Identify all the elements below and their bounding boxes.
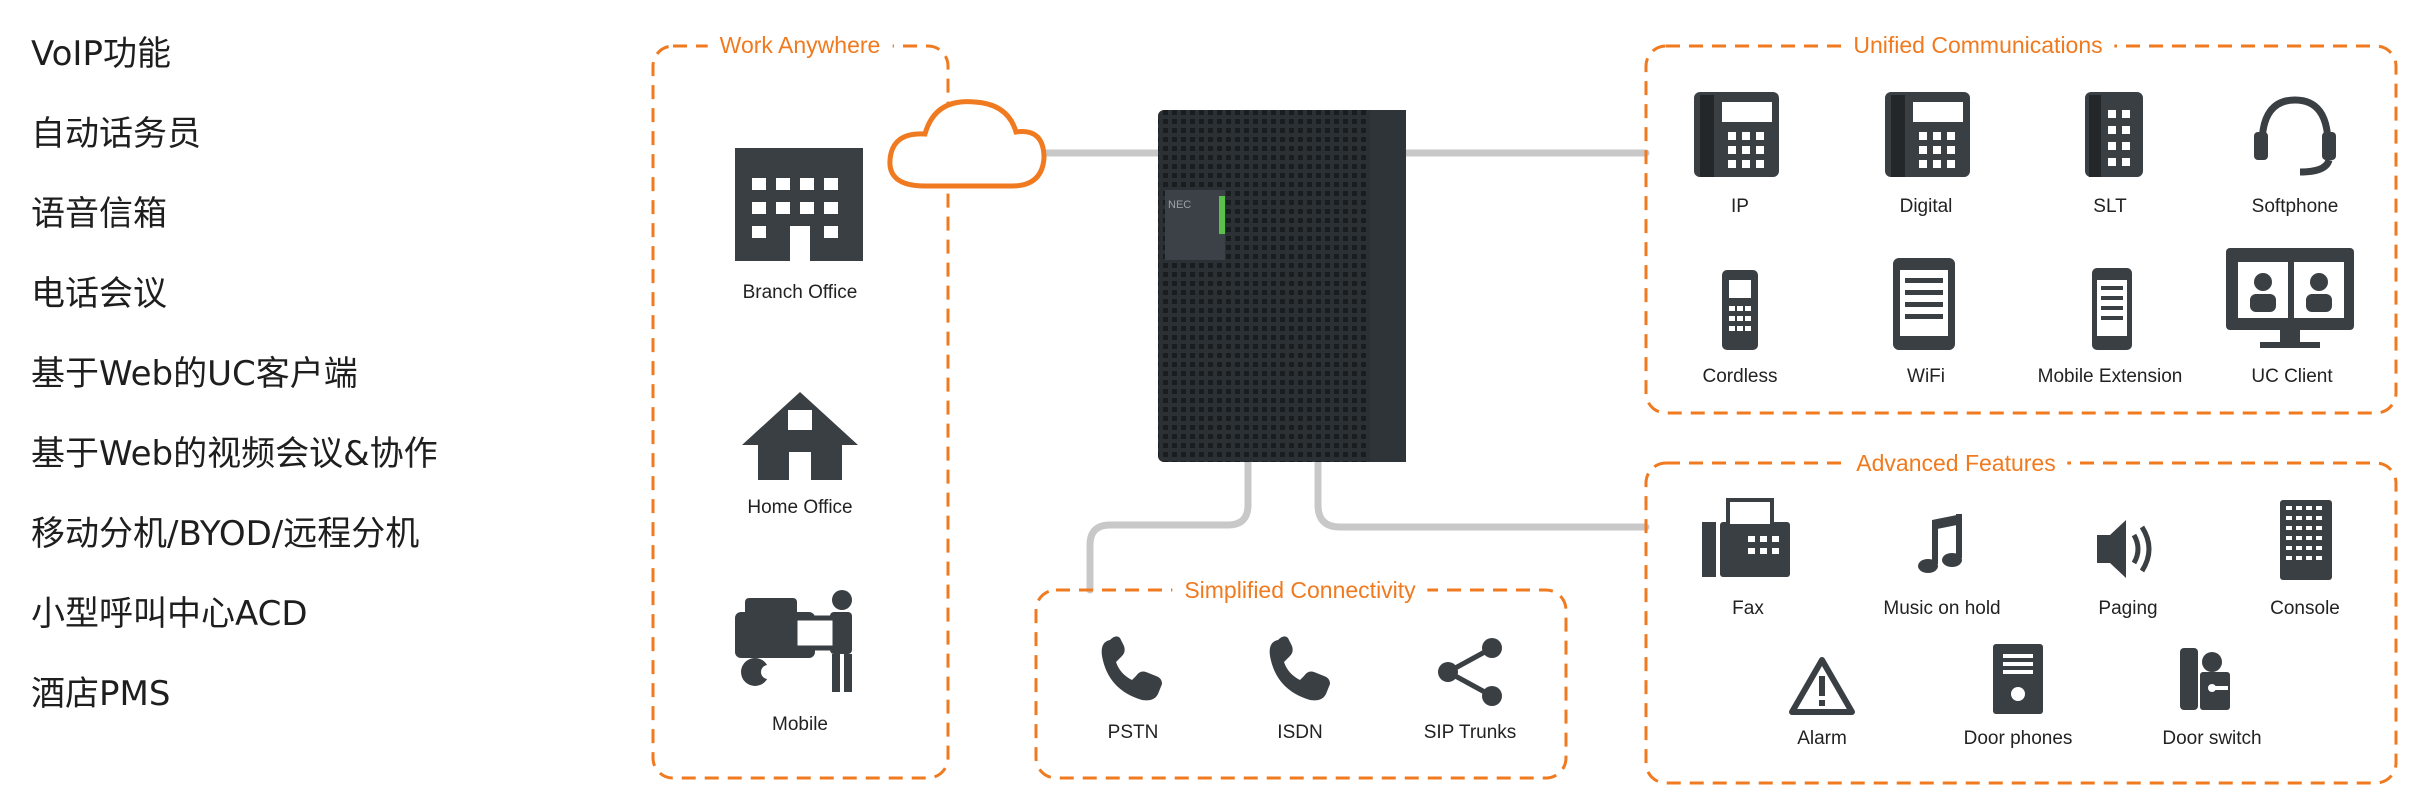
building-icon bbox=[735, 148, 863, 261]
door-phone-icon bbox=[1993, 644, 2043, 714]
feature-item-acd[interactable]: 小型呼叫中心ACD bbox=[31, 594, 308, 634]
digital-phone-icon bbox=[1885, 92, 1970, 177]
paging-label: Paging bbox=[2098, 598, 2158, 619]
music-on-hold-label: Music on hold bbox=[1883, 598, 2001, 619]
ip-label: IP bbox=[1731, 196, 1749, 217]
connection-lines bbox=[1032, 149, 1650, 594]
music-note-icon bbox=[1918, 514, 1962, 573]
feature-item-web-video-conference[interactable]: 基于Web的视频会议&协作 bbox=[31, 434, 438, 474]
pbx-server-icon: NEC bbox=[1158, 110, 1406, 462]
pstn-label: PSTN bbox=[1107, 722, 1159, 743]
feature-item-web-uc-client[interactable]: 基于Web的UC客户端 bbox=[31, 354, 358, 394]
line-server-advanced bbox=[1314, 458, 1650, 531]
car-person-icon bbox=[735, 590, 852, 692]
door-phones-label: Door phones bbox=[1963, 728, 2073, 749]
cordless-phone-icon bbox=[1722, 270, 1758, 350]
speaker-icon bbox=[2097, 520, 2152, 578]
mobile-label: Mobile bbox=[772, 714, 828, 735]
feature-item-voicemail[interactable]: 语音信箱 bbox=[31, 194, 167, 234]
cloud-icon bbox=[887, 99, 1047, 189]
feature-item-conference[interactable]: 电话会议 bbox=[31, 274, 167, 314]
advanced-features-title: Advanced Features bbox=[1844, 448, 2068, 478]
cordless-label: Cordless bbox=[1702, 366, 1778, 387]
uc-client-label: UC Client bbox=[2251, 366, 2333, 387]
feature-item-mobile-extension[interactable]: 移动分机/BYOD/远程分机 bbox=[31, 514, 420, 554]
branch-office-label: Branch Office bbox=[742, 282, 858, 303]
group-box-simplified-connectivity bbox=[1034, 588, 1568, 780]
feature-item-voip[interactable]: VoIP功能 bbox=[31, 34, 171, 74]
slt-phone-icon bbox=[2085, 92, 2143, 177]
uc-client-monitor-icon bbox=[2226, 248, 2354, 348]
fax-icon bbox=[1702, 498, 1790, 577]
ip-phone-icon bbox=[1694, 92, 1779, 177]
digital-label: Digital bbox=[1899, 196, 1953, 217]
work-anywhere-title: Work Anywhere bbox=[707, 30, 893, 60]
server-brand-label: NEC bbox=[1168, 199, 1191, 211]
console-icon bbox=[2280, 500, 2332, 580]
share-sip-trunks-icon bbox=[1438, 638, 1502, 706]
alarm-label: Alarm bbox=[1797, 728, 1847, 749]
mobile-extension-label: Mobile Extension bbox=[2037, 366, 2183, 387]
console-label: Console bbox=[2270, 598, 2340, 619]
line-server-connectivity bbox=[1086, 458, 1252, 594]
door-switch-icon bbox=[2180, 648, 2230, 710]
headset-icon bbox=[2254, 96, 2336, 176]
pstn-phone-icon bbox=[1101, 636, 1162, 701]
wifi-phone-icon bbox=[1893, 258, 1955, 350]
home-office-label: Home Office bbox=[747, 497, 853, 518]
isdn-label: ISDN bbox=[1277, 722, 1323, 743]
slt-label: SLT bbox=[2093, 196, 2127, 217]
house-icon bbox=[742, 392, 858, 480]
feature-list: VoIP功能 自动话务员 语音信箱 电话会议 基于Web的UC客户端 基于Web… bbox=[31, 14, 591, 734]
softphone-label: Softphone bbox=[2251, 196, 2339, 217]
fax-label: Fax bbox=[1732, 598, 1764, 619]
door-switch-label: Door switch bbox=[2162, 728, 2262, 749]
feature-item-hotel-pms[interactable]: 酒店PMS bbox=[31, 674, 171, 714]
unified-communications-title: Unified Communications bbox=[1841, 30, 2115, 60]
alarm-warning-icon bbox=[1789, 657, 1855, 715]
sip-trunks-label: SIP Trunks bbox=[1423, 722, 1517, 743]
feature-item-auto-attendant[interactable]: 自动话务员 bbox=[31, 114, 201, 154]
wifi-label: WiFi bbox=[1907, 366, 1945, 387]
isdn-phone-icon bbox=[1269, 636, 1330, 701]
mobile-extension-icon bbox=[2092, 268, 2132, 350]
simplified-connectivity-title: Simplified Connectivity bbox=[1172, 575, 1428, 605]
